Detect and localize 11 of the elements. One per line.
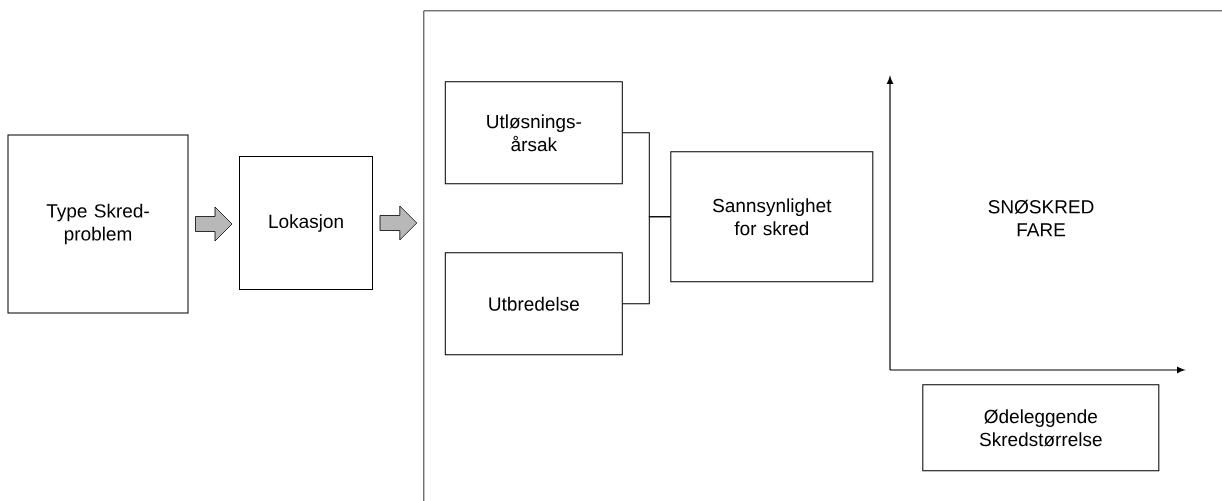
process-box: Lokasjon (239, 156, 373, 290)
connector-line (622, 216, 671, 305)
process-box: Ødeleggende Skredstørrelse (922, 384, 1160, 472)
panel-border (423, 10, 1222, 501)
process-box: Utbredelse (444, 252, 623, 356)
block-arrow (195, 206, 233, 242)
process-box: Type Skred- problem (7, 134, 189, 314)
chart-label: SNØSKRED FARE (988, 199, 1094, 237)
block-arrow (379, 205, 418, 241)
process-box: Sannsynlighet for skred (670, 151, 874, 283)
process-box: Utløsnings- årsak (444, 81, 623, 185)
